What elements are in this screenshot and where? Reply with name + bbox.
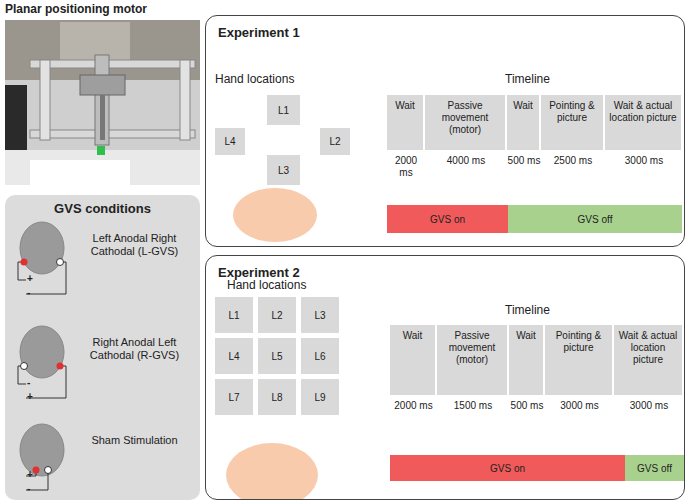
polarity-sign: + <box>27 273 37 285</box>
cell-text: L4 <box>224 136 235 147</box>
cell-text: L2 <box>329 136 340 147</box>
hand-location: L7 <box>215 379 253 415</box>
text-label: 500 ms <box>507 155 541 167</box>
hand-location: L5 <box>258 338 296 374</box>
timeline-cell: Passive movement (motor) <box>437 325 509 395</box>
cell-text: GVS off <box>578 214 613 225</box>
cell-text: Passive movement (motor) <box>439 330 505 366</box>
cell-text: L1 <box>228 310 239 321</box>
polarity-sign: - <box>27 287 37 299</box>
cell-text: GVS on <box>490 463 525 474</box>
cell-text: L4 <box>228 351 239 362</box>
participant-head <box>233 188 317 242</box>
text-label: Hand locations <box>215 72 325 86</box>
polarity-sign: + <box>27 469 37 481</box>
cell-text: L2 <box>271 310 282 321</box>
electrode-wires <box>18 262 66 490</box>
cell-text: Wait & actual location picture <box>616 330 680 366</box>
condition-label: Left Anodal Right Cathodal (L-GVS) <box>72 232 197 258</box>
hand-location: L2 <box>320 128 350 155</box>
electrodes <box>21 259 64 474</box>
hand-location: L4 <box>215 338 253 374</box>
gvs-on-bar: GVS on <box>390 455 625 481</box>
timeline-cell: Wait & actual location picture <box>614 325 684 395</box>
timeline-cell: Pointing & picture <box>545 325 614 395</box>
condition-label: Right Anodal Left Cathodal (R-GVS) <box>72 336 197 362</box>
cell-text: L8 <box>271 392 282 403</box>
cell-text: Passive movement (motor) <box>427 100 503 136</box>
timeline-cell: Passive movement (motor) <box>425 95 507 150</box>
text-label: 3000 ms <box>614 400 684 412</box>
text-label: Hand locations <box>227 278 337 292</box>
text-label: Timeline <box>505 72 585 86</box>
hand-location: L6 <box>301 338 339 374</box>
timeline-cell: Wait <box>387 95 425 150</box>
hand-location: L1 <box>215 297 253 333</box>
box-title: GVS conditions <box>5 195 200 216</box>
polarity-sign: - <box>27 377 37 389</box>
polarity-sign: + <box>27 391 37 403</box>
hand-location: L1 <box>267 95 300 125</box>
gvs-off-bar: GVS off <box>625 455 684 481</box>
head-icons <box>20 222 64 476</box>
cell-text: Pointing & picture <box>543 100 601 124</box>
text-label: 2500 ms <box>541 155 605 167</box>
participant-head <box>226 443 318 499</box>
text-label: Timeline <box>505 303 585 317</box>
timeline-cell: Wait <box>390 325 437 395</box>
cell-text: L7 <box>228 392 239 403</box>
timeline-cell: Wait <box>509 325 545 395</box>
box-title: Experiment 2 <box>206 256 684 280</box>
cell-text: L9 <box>314 392 325 403</box>
cell-text: L3 <box>314 310 325 321</box>
experiment-box: Experiment 1 L1L4 L2L3 Wait Passive movement… <box>205 15 685 247</box>
text-label: 1500 ms <box>437 400 509 412</box>
text-label: 4000 ms <box>425 155 507 167</box>
cell-text: Wait & actual location picture <box>607 100 679 124</box>
condition-label: Sham Stimulation <box>72 434 197 447</box>
cell-text: GVS on <box>430 214 465 225</box>
cell-text: L3 <box>278 165 289 176</box>
box-title: Experiment 1 <box>206 16 684 40</box>
cell-text: GVS off <box>637 463 672 474</box>
hand-location: L8 <box>258 379 296 415</box>
hand-location: L3 <box>267 155 300 185</box>
timeline-cell: Wait <box>507 95 541 150</box>
cell-text: L6 <box>314 351 325 362</box>
hand-location: L3 <box>301 297 339 333</box>
text-label: 2000 ms <box>390 400 437 412</box>
text-label: 3000 ms <box>545 400 614 412</box>
hand-location: L2 <box>258 297 296 333</box>
gvs-on-bar: GVS on <box>387 205 508 233</box>
cell-text: Wait <box>392 330 433 342</box>
timeline-cell: Pointing & picture <box>541 95 605 150</box>
gvs-off-bar: GVS off <box>508 205 682 233</box>
cell-text: Wait <box>509 100 537 112</box>
motor-photo <box>5 20 200 185</box>
polarity-sign: - <box>27 483 37 495</box>
cell-text: L5 <box>271 351 282 362</box>
text-label: 500 ms <box>509 400 545 412</box>
text-label: 3000 ms <box>605 155 683 167</box>
panel-ground <box>5 195 200 500</box>
text-label: 2000 ms <box>387 155 425 179</box>
cell-text: Pointing & picture <box>547 330 610 354</box>
text-label: Planar positioning motor <box>5 2 205 16</box>
cell-text: Wait <box>389 100 421 112</box>
hand-location: L4 <box>215 128 245 155</box>
timeline-cell: Wait & actual location picture <box>605 95 683 150</box>
cell-text: Wait <box>511 330 541 342</box>
hand-location: L9 <box>301 379 339 415</box>
cell-text: L1 <box>278 105 289 116</box>
